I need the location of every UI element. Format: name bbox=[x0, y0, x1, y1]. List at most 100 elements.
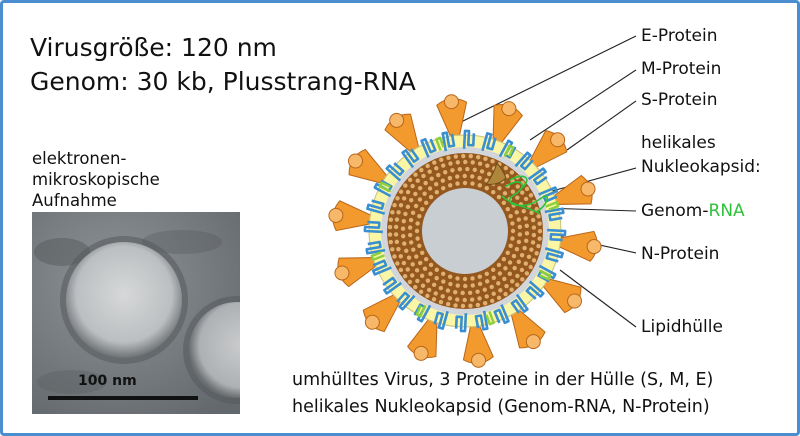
n-protein-dot bbox=[529, 247, 534, 252]
n-protein-dot bbox=[470, 181, 475, 186]
n-protein-dot bbox=[417, 213, 422, 219]
n-protein-dot bbox=[497, 185, 502, 191]
n-protein-dot bbox=[407, 232, 413, 238]
virus-size-text: Virusgröße: 120 nm bbox=[30, 33, 277, 62]
electron-micrograph: 100 nm bbox=[32, 212, 240, 414]
label-n-protein: N-Protein bbox=[641, 244, 720, 264]
genome-rna-strand bbox=[501, 175, 548, 215]
m-protein bbox=[547, 228, 567, 242]
n-protein-dot bbox=[448, 161, 453, 166]
n-protein-dot bbox=[423, 257, 429, 262]
n-protein-dot bbox=[428, 271, 433, 277]
n-protein-dot bbox=[524, 271, 530, 276]
n-protein-dot bbox=[423, 200, 429, 205]
n-protein-dot bbox=[396, 210, 401, 215]
n-protein-dot bbox=[475, 302, 481, 308]
summary-line-2: helikales Nukleokapsid (Genom-RNA, N-Pro… bbox=[292, 397, 710, 417]
n-protein-dot bbox=[398, 189, 404, 194]
n-protein-dot bbox=[425, 163, 430, 169]
n-protein-dot bbox=[420, 283, 426, 288]
n-protein-dot bbox=[417, 243, 422, 249]
n-protein-dot bbox=[536, 243, 541, 249]
label-m-protein: M-Protein bbox=[641, 59, 722, 79]
n-protein-dot bbox=[401, 196, 407, 201]
n-protein-dot bbox=[413, 172, 418, 177]
n-protein-dot bbox=[530, 240, 536, 245]
n-protein-dot bbox=[450, 168, 455, 173]
e-protein bbox=[435, 136, 445, 151]
n-protein-dot bbox=[438, 285, 444, 291]
n-protein-dot bbox=[484, 279, 490, 284]
m-protein bbox=[481, 132, 497, 152]
n-protein-dot bbox=[441, 186, 446, 191]
s-protein-spike bbox=[492, 101, 523, 145]
label-e-protein: E-Protein bbox=[641, 26, 718, 46]
e-protein bbox=[538, 269, 552, 281]
s-protein-spike bbox=[328, 200, 373, 232]
n-protein-dot bbox=[524, 223, 529, 229]
n-protein-dot bbox=[422, 191, 427, 196]
n-protein-dot bbox=[462, 276, 468, 282]
n-protein-dot bbox=[463, 283, 468, 289]
n-protein-dot bbox=[405, 204, 411, 210]
n-protein-dot bbox=[528, 193, 534, 198]
m-protein bbox=[510, 293, 529, 314]
n-protein-dot bbox=[477, 296, 482, 301]
leader-lipid bbox=[559, 269, 637, 328]
n-protein-dot bbox=[410, 273, 415, 278]
n-protein-dot bbox=[403, 211, 408, 217]
n-protein-dot bbox=[415, 236, 420, 241]
n-protein-dot bbox=[484, 186, 489, 191]
n-protein-dot bbox=[505, 207, 510, 212]
m-protein bbox=[544, 247, 564, 263]
n-protein-dot bbox=[400, 226, 406, 231]
n-protein-dot bbox=[455, 283, 460, 288]
n-protein-dot bbox=[440, 178, 446, 183]
m-protein bbox=[514, 151, 534, 171]
label-s-protein: S-Protein bbox=[641, 90, 718, 110]
n-protein-dot bbox=[496, 281, 501, 286]
n-protein-dot bbox=[496, 295, 502, 301]
n-protein-dot bbox=[409, 240, 414, 245]
n-protein-dot bbox=[410, 183, 415, 189]
n-protein-dot bbox=[516, 239, 522, 245]
n-protein-dot bbox=[534, 251, 539, 256]
n-protein-dot bbox=[443, 170, 448, 175]
n-protein-dot bbox=[413, 203, 419, 209]
s-protein-spike bbox=[510, 308, 546, 350]
n-protein-dot bbox=[441, 163, 446, 168]
n-protein-dot bbox=[482, 301, 488, 306]
m-protein bbox=[396, 291, 416, 311]
m-protein bbox=[454, 313, 468, 333]
scale-bar bbox=[48, 396, 198, 400]
n-protein-dot bbox=[502, 191, 508, 196]
e-protein bbox=[545, 201, 560, 211]
n-protein-dot bbox=[409, 197, 414, 203]
m-protein bbox=[385, 162, 405, 182]
n-protein-dot bbox=[434, 275, 439, 281]
label-genome-prefix: Genom- bbox=[641, 201, 709, 221]
n-protein-dot bbox=[519, 267, 525, 273]
n-protein-dot bbox=[468, 154, 473, 159]
n-protein-dot bbox=[475, 154, 481, 160]
n-protein-dot bbox=[417, 185, 423, 191]
n-protein-dot bbox=[433, 181, 439, 187]
n-protein-dot bbox=[429, 176, 434, 181]
n-protein-dot bbox=[491, 189, 496, 195]
n-protein-dot bbox=[401, 260, 407, 266]
s-protein-spike bbox=[362, 293, 402, 333]
n-protein-dot bbox=[536, 214, 541, 219]
n-protein-dot bbox=[392, 254, 397, 259]
m-protein bbox=[462, 129, 476, 149]
n-protein-dot bbox=[531, 225, 537, 230]
n-protein-dot bbox=[388, 217, 394, 222]
n-protein-dot bbox=[509, 287, 514, 292]
n-protein-dot bbox=[526, 254, 532, 260]
n-protein-dot bbox=[483, 156, 488, 162]
genome-text: Genom: 30 kb, Plusstrang-RNA bbox=[30, 67, 416, 96]
n-protein-dot bbox=[462, 173, 467, 179]
n-protein-dot bbox=[406, 255, 412, 260]
n-protein-dot bbox=[411, 247, 416, 252]
n-protein-dot bbox=[501, 200, 507, 205]
n-protein-dot bbox=[498, 288, 503, 293]
